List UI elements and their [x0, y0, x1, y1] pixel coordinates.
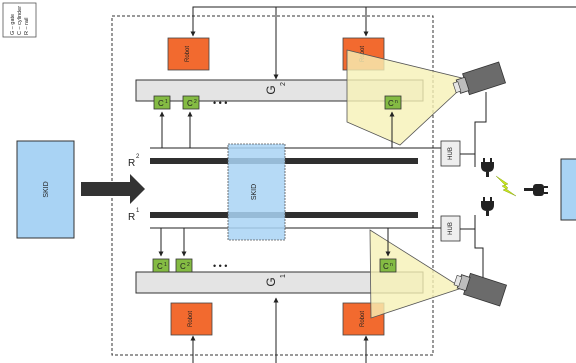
skid-external-label: SKID	[43, 181, 50, 197]
cylinders-top: C 1 C 2 • • • C n	[153, 95, 402, 110]
cylinder-bottom-1: C 1	[152, 258, 170, 273]
gate-bottom: G 1	[135, 271, 424, 294]
skid-on-rails-label: SKID	[251, 184, 258, 200]
hub-bottom: HUB	[440, 215, 461, 242]
legend-line-cylinder: C – cylinder	[17, 6, 23, 35]
cylinder-index: 1	[164, 262, 167, 268]
plug-icon	[481, 197, 494, 216]
gate-index: 2	[280, 82, 287, 86]
bottom-feed-lines	[190, 297, 369, 363]
cylinders-top-ellipsis: • • •	[213, 98, 227, 108]
cylinder-bottom-n: C n	[379, 258, 397, 273]
thick-right-arrow	[81, 174, 145, 204]
cylinders-bottom-ellipsis: • • •	[213, 261, 227, 271]
cylinder-signal-lines	[158, 111, 395, 257]
skid-external: SKID	[16, 140, 75, 239]
skid-on-rails: SKID	[227, 143, 286, 241]
rail-letter: R	[128, 158, 135, 169]
cylinder-letter: C	[388, 99, 394, 108]
cylinders-bottom: C 1 C 2 • • • C n	[152, 258, 397, 273]
robot-label: Robot	[188, 311, 194, 327]
cylinder-letter: C	[180, 262, 186, 271]
work-cell-boundary	[111, 15, 434, 356]
power-supply-box	[560, 158, 576, 221]
legend-line-rail: R – rail	[24, 18, 30, 35]
cylinder-letter: C	[383, 262, 389, 271]
robot-bottom-left: Robot	[170, 302, 213, 336]
camera-wiring	[460, 92, 487, 283]
cylinder-letter: C	[158, 99, 164, 108]
cylinder-letter: C	[157, 262, 163, 271]
cylinder-bottom-2: C 2	[175, 258, 193, 273]
rail-index: 2	[136, 154, 140, 160]
cylinder-index: 2	[187, 262, 190, 268]
cylinder-letter: C	[187, 99, 193, 108]
camera-cone-top	[346, 49, 471, 146]
legend-line-gate: G – gate	[10, 14, 16, 35]
plug-icon	[481, 158, 494, 177]
hub-top: HUB	[440, 140, 461, 167]
camera-icon	[452, 61, 507, 96]
cylinder-top-2: C 2	[182, 95, 200, 110]
cylinder-index: 1	[165, 99, 168, 105]
rail-index: 1	[136, 208, 140, 214]
robot-label: Robot	[185, 46, 191, 62]
hub-label: HUB	[448, 222, 454, 235]
cylinder-index: n	[395, 99, 398, 105]
cylinder-index: n	[390, 262, 393, 268]
gate-letter: G	[264, 277, 278, 286]
camera-icon	[453, 272, 508, 307]
cylinder-top-1: C 1	[153, 95, 171, 110]
cylinder-top-n: C n	[384, 95, 402, 110]
gate-letter: G	[264, 85, 278, 94]
robot-top-left: Robot	[167, 37, 210, 71]
camera-cone-bottom	[369, 229, 463, 319]
lightning-icon	[495, 175, 517, 197]
rail-letter: R	[128, 212, 135, 223]
hub-label: HUB	[448, 147, 454, 160]
hub-bus-lines	[150, 147, 441, 229]
robot-label: Robot	[360, 311, 366, 327]
gate-index: 1	[280, 274, 287, 278]
legend: G – gate C – cylinder R – rail	[2, 2, 37, 38]
top-feed-lines	[190, 6, 576, 80]
cylinder-index: 2	[194, 99, 197, 105]
plug-icon	[524, 184, 548, 196]
